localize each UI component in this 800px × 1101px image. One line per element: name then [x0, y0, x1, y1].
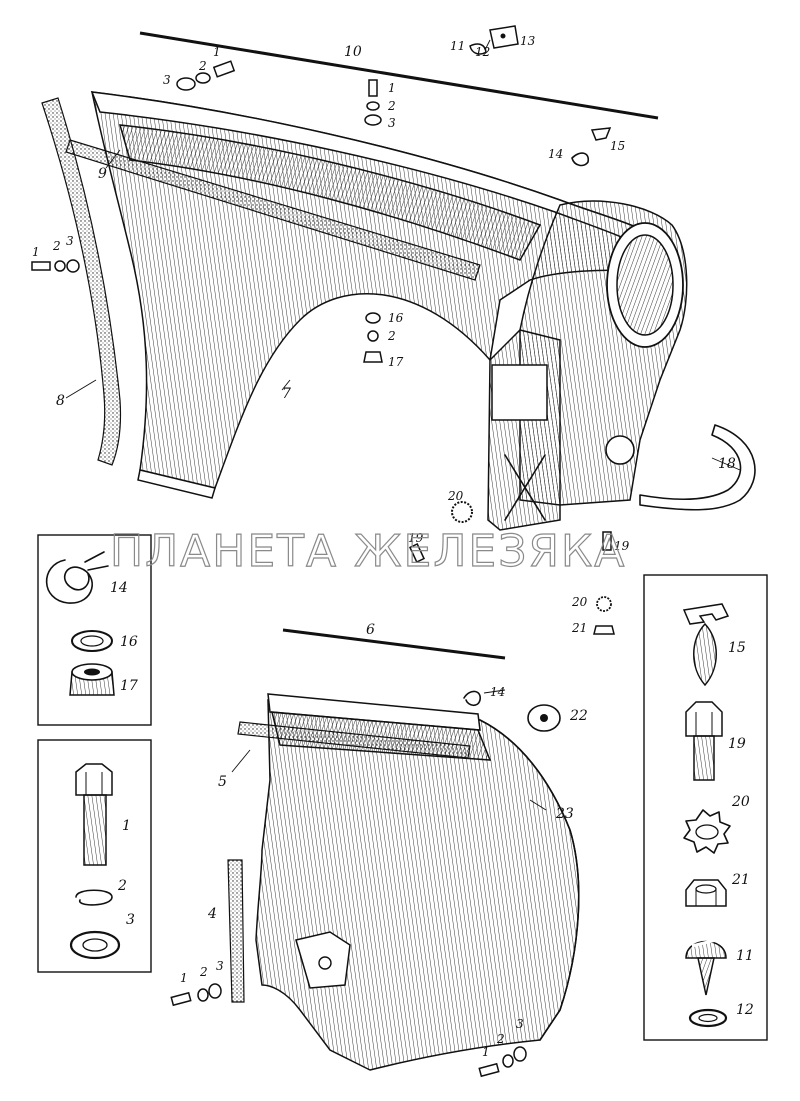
- detail-box-a: [37, 534, 152, 726]
- label-12-box: 12: [736, 1002, 754, 1018]
- star-washer-20-bottom: [596, 596, 612, 612]
- label-9: 9: [98, 166, 107, 182]
- label-14-box: 14: [110, 580, 128, 596]
- label-18: 18: [718, 456, 736, 472]
- gasket-18: [639, 424, 756, 511]
- strip-4: [227, 859, 245, 1003]
- strip-5: [237, 721, 471, 759]
- front-fender-assembly: [31, 25, 756, 563]
- x-brace: [504, 454, 546, 521]
- rod-10: [139, 31, 659, 120]
- label-21-box: 21: [731, 872, 750, 888]
- label-3-box: 3: [126, 912, 135, 928]
- label-2-top-center: 2: [387, 99, 396, 113]
- fastener-group-top-center: [364, 79, 382, 126]
- fender-support-pillar: [487, 329, 561, 531]
- nut-21-bottom: [593, 625, 615, 635]
- label-3-left: 3: [66, 234, 74, 248]
- label-15-box: 15: [728, 640, 746, 656]
- label-16-top: 16: [388, 311, 404, 325]
- bolt-1: [75, 763, 113, 866]
- label-21-bottom: 21: [571, 621, 587, 635]
- label-8: 8: [56, 393, 65, 409]
- label-1-top-center: 1: [388, 81, 396, 95]
- fastener-group-center: [363, 312, 383, 363]
- label-14-top: 14: [548, 147, 563, 161]
- label-2-top-left: 2: [198, 59, 207, 73]
- detail-box-right: [643, 574, 768, 1041]
- rear-panel-assembly: [170, 596, 615, 1078]
- label-19-top-left: 19: [408, 531, 424, 545]
- label-22: 22: [569, 708, 588, 724]
- label-3-top-left: 3: [163, 73, 171, 87]
- nut-21: [685, 879, 727, 907]
- label-12-top: 12: [475, 45, 490, 59]
- clip-15: [682, 603, 730, 687]
- label-3-bottom-right: 3: [516, 1017, 524, 1031]
- label-4: 4: [207, 906, 217, 922]
- label-15-top: 15: [610, 139, 625, 153]
- label-20-box: 20: [731, 794, 750, 810]
- label-11-box: 11: [736, 948, 754, 964]
- label-2-box: 2: [117, 878, 127, 894]
- headlamp-inner-ring: [616, 234, 674, 336]
- label-1-top-left: 1: [213, 45, 221, 59]
- clip-14-bottom: [463, 690, 481, 707]
- label-3-top-center: 3: [388, 116, 396, 130]
- panel-23-rim: [479, 719, 580, 1041]
- rod-6: [282, 628, 506, 660]
- fender-inner-ribs: [118, 124, 542, 261]
- fastener-group-left: [31, 259, 80, 273]
- label-20-bottom: 20: [571, 595, 588, 609]
- screw-11: [685, 938, 727, 996]
- label-1-box: 1: [122, 818, 131, 834]
- label-2-bottom-left: 2: [199, 965, 208, 979]
- fastener-group-top-left: [176, 60, 236, 91]
- fender-bottom-lip: [137, 469, 216, 499]
- label-19-box: 19: [728, 736, 746, 752]
- label-16-box: 16: [120, 634, 138, 650]
- label-17-box: 17: [120, 678, 138, 694]
- label-1-bottom-left: 1: [180, 971, 188, 985]
- fastener-group-bottom-right: [478, 1046, 527, 1078]
- nut-17: [69, 663, 115, 696]
- fastener-group-bottom-left: [170, 983, 222, 1007]
- part-labels: 1 2 3 1 2 3 10 11 12 13 14 15 9 1 2 3 16…: [32, 34, 754, 1059]
- pillar-hole: [605, 435, 635, 465]
- lock-washer-2: [75, 889, 113, 906]
- label-1-bottom-right: 1: [482, 1045, 490, 1059]
- label-13: 13: [520, 34, 536, 48]
- label-17-top: 17: [388, 355, 404, 369]
- spring-clip-14: [45, 551, 109, 604]
- clip-15-14-top: [571, 127, 612, 167]
- label-1-left: 1: [32, 245, 40, 259]
- bolt-19-and-washer-20: [408, 501, 612, 563]
- label-7: 7: [282, 386, 291, 402]
- label-2-center: 2: [387, 329, 396, 343]
- leader-lines: [65, 39, 741, 811]
- star-washer-20: [683, 809, 731, 854]
- detail-box-b: [37, 739, 152, 973]
- label-3-bottom-left: 3: [216, 959, 224, 973]
- clip-13: [469, 25, 519, 55]
- label-23: 23: [555, 806, 574, 822]
- label-19-top-right: 19: [614, 539, 630, 553]
- label-11-top: 11: [450, 39, 465, 53]
- label-14-bottom: 14: [490, 685, 505, 699]
- label-2-left: 2: [52, 239, 61, 253]
- seal-strip-8: [41, 97, 122, 466]
- bolt-19: [685, 701, 723, 781]
- label-6: 6: [366, 622, 375, 638]
- watermark-text: ПЛАНЕТА ЖЕЛЕЗЯКА: [110, 526, 626, 577]
- panel-23-top-flange: [267, 693, 481, 731]
- label-5: 5: [218, 774, 227, 790]
- label-20-top: 20: [447, 489, 464, 503]
- mounting-plate: [491, 364, 548, 421]
- label-10: 10: [344, 44, 362, 60]
- label-2-bottom-right: 2: [496, 1032, 505, 1046]
